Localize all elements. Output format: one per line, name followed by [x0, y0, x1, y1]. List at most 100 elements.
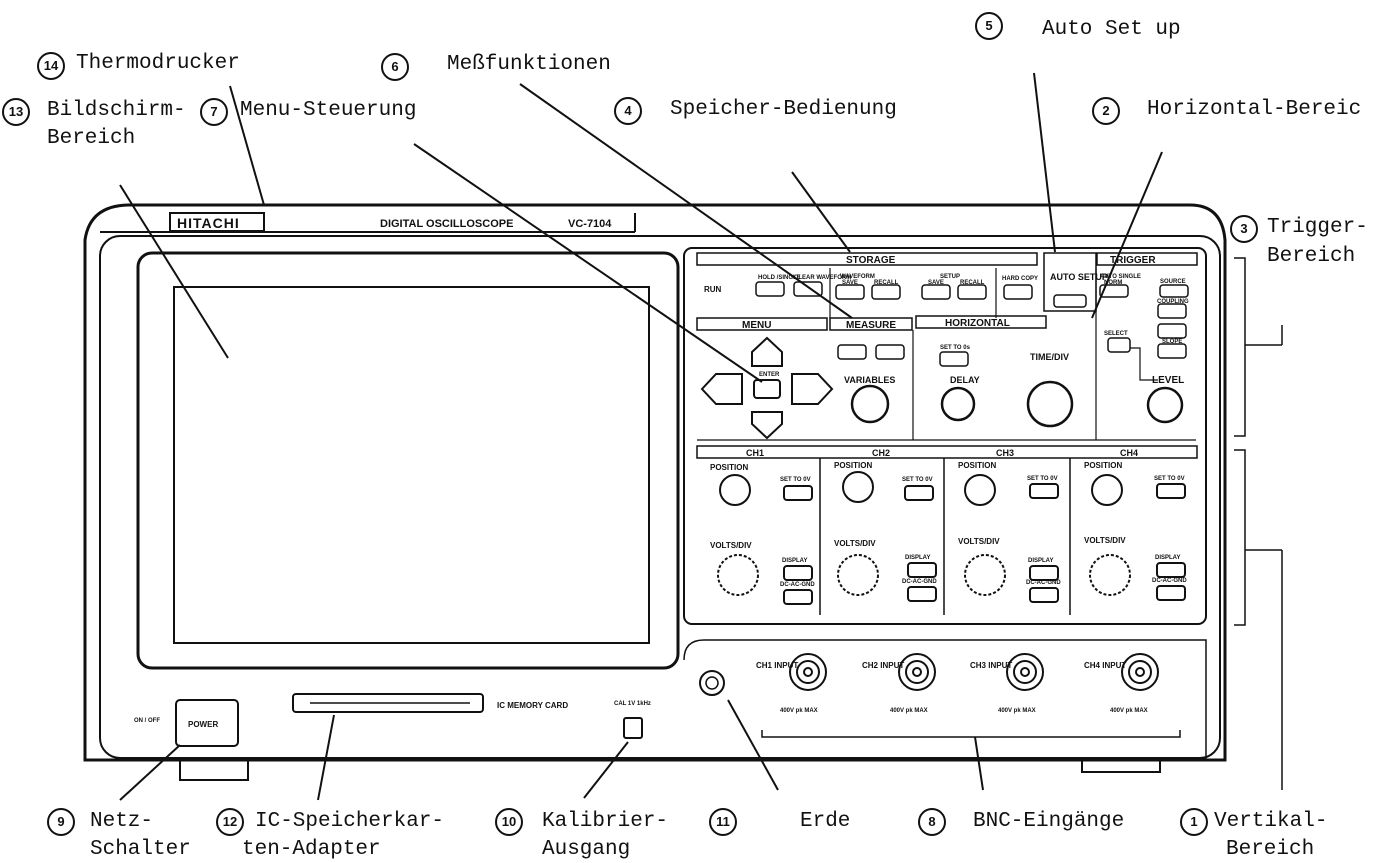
callout-horizontal-bereich: Horizontal-Bereic [1147, 98, 1361, 122]
svg-text:SET TO 0V: SET TO 0V [902, 477, 933, 483]
svg-text:CH4: CH4 [1120, 448, 1138, 458]
model-number: VC-7104 [568, 218, 612, 230]
callout-trigger-bereich: Bereich [1267, 245, 1355, 269]
callout-number-14: 14 [37, 52, 65, 80]
callout-vertikal: Vertikal- [1214, 810, 1327, 834]
svg-text:SLOPE: SLOPE [1162, 339, 1182, 345]
svg-text:NORM: NORM [1104, 280, 1122, 286]
svg-text:HARD COPY: HARD COPY [1002, 276, 1038, 282]
callout-vertikal-bereich: Bereich [1226, 838, 1314, 862]
svg-text:CH2 INPUT: CH2 INPUT [862, 661, 904, 670]
svg-text:POSITION: POSITION [710, 463, 748, 472]
callout-auto-setup: Auto Set up [1042, 18, 1181, 42]
callout-ic-speicherkarten: IC-Speicherkar- [255, 810, 444, 834]
callout-erde: Erde [800, 810, 850, 834]
callout-bnc-eingaenge: BNC-Eingänge [973, 810, 1124, 834]
svg-text:SET TO 0s: SET TO 0s [940, 345, 971, 351]
callout-number-7: 7 [200, 98, 228, 126]
callout-number-1: 1 [1180, 808, 1208, 836]
callout-bildschirm-bereich: Bereich [47, 127, 135, 151]
callout-bildschirm: Bildschirm- [47, 99, 186, 123]
svg-text:VOLTS/DIV: VOLTS/DIV [1084, 536, 1126, 545]
svg-text:VOLTS/DIV: VOLTS/DIV [834, 539, 876, 548]
svg-text:CH1 INPUT: CH1 INPUT [756, 661, 798, 670]
svg-text:RECALL: RECALL [874, 280, 899, 286]
svg-text:POSITION: POSITION [1084, 461, 1122, 470]
callout-messfunktionen: Meßfunktionen [447, 53, 611, 77]
auto-setup-box [1044, 253, 1096, 311]
callout-menu-steuerung: Menu-Steuerung [240, 99, 416, 123]
svg-text:HORIZONTAL: HORIZONTAL [945, 318, 1010, 329]
callout-kalibrier-ausgang: Ausgang [542, 838, 630, 862]
svg-text:DISPLAY: DISPLAY [905, 555, 930, 561]
svg-text:400V pk MAX: 400V pk MAX [890, 708, 928, 714]
callout-netz: Netz- [90, 810, 153, 834]
svg-text:DISPLAY: DISPLAY [782, 558, 807, 564]
time-div-knob [1028, 382, 1072, 426]
svg-text:DELAY: DELAY [950, 375, 980, 385]
svg-text:CAL 1V 1kHz: CAL 1V 1kHz [614, 701, 651, 707]
callout-speicher-bedienung: Speicher-Bedienung [670, 98, 897, 122]
callout-number-12: 12 [216, 808, 244, 836]
svg-text:DC-AC-GND: DC-AC-GND [1026, 580, 1061, 586]
callout-number-10: 10 [495, 808, 523, 836]
callout-number-6: 6 [381, 53, 409, 81]
callout-number-5: 5 [975, 12, 1003, 40]
svg-text:SOURCE: SOURCE [1160, 279, 1186, 285]
svg-text:VOLTS/DIV: VOLTS/DIV [958, 537, 1000, 546]
svg-text:VOLTS/DIV: VOLTS/DIV [710, 541, 752, 550]
svg-text:CH1: CH1 [746, 448, 764, 458]
svg-text:MENU: MENU [742, 320, 771, 331]
svg-text:DISPLAY: DISPLAY [1028, 558, 1053, 564]
leader-lines [120, 73, 1162, 800]
svg-text:400V pk MAX: 400V pk MAX [1110, 708, 1148, 714]
callout-trigger: Trigger- [1267, 216, 1368, 240]
svg-text:CH3: CH3 [996, 448, 1014, 458]
svg-text:IC MEMORY CARD: IC MEMORY CARD [497, 701, 568, 710]
callout-number-8: 8 [918, 808, 946, 836]
svg-text:SET TO 0V: SET TO 0V [780, 477, 811, 483]
model-title: DIGITAL OSCILLOSCOPE [380, 218, 513, 230]
cabinet-outline [85, 205, 1225, 760]
svg-text:DC-AC-GND: DC-AC-GND [1152, 578, 1187, 584]
svg-text:TRIGGER: TRIGGER [1110, 255, 1156, 266]
svg-text:ENTER: ENTER [759, 372, 780, 378]
callout-number-3: 3 [1230, 215, 1258, 243]
callout-ic-adapter: ten-Adapter [242, 838, 381, 862]
svg-text:400V pk MAX: 400V pk MAX [780, 708, 818, 714]
callout-number-13: 13 [2, 98, 30, 126]
variables-knob [852, 386, 888, 422]
svg-text:RECALL: RECALL [960, 280, 985, 286]
svg-text:TIME/DIV: TIME/DIV [1030, 352, 1069, 362]
svg-text:POSITION: POSITION [834, 461, 872, 470]
ground-terminal [700, 671, 724, 695]
bnc-connectors [790, 654, 1158, 690]
screen-display [174, 287, 649, 643]
svg-text:DC-AC-GND: DC-AC-GND [780, 582, 815, 588]
trigger-level-knob [1148, 388, 1182, 422]
svg-text:MEASURE: MEASURE [846, 320, 896, 331]
brand-logo: HITACHI [177, 215, 240, 231]
svg-text:DISPLAY: DISPLAY [1155, 555, 1180, 561]
delay-knob [942, 388, 974, 420]
svg-text:RUN: RUN [704, 285, 722, 294]
svg-text:POWER: POWER [188, 720, 218, 729]
svg-text:VARIABLES: VARIABLES [844, 375, 895, 385]
callout-number-9: 9 [47, 808, 75, 836]
svg-text:STORAGE: STORAGE [846, 255, 896, 266]
svg-text:SAVE: SAVE [842, 280, 858, 286]
callout-number-4: 4 [614, 97, 642, 125]
menu-cross-pad [702, 338, 832, 438]
svg-text:ON / OFF: ON / OFF [134, 718, 160, 724]
svg-text:CH4 INPUT: CH4 INPUT [1084, 661, 1126, 670]
callout-number-11: 11 [709, 808, 737, 836]
svg-text:SET TO 0V: SET TO 0V [1027, 476, 1058, 482]
callout-thermodrucker: Thermodrucker [76, 52, 240, 76]
svg-text:POSITION: POSITION [958, 461, 996, 470]
svg-text:SELECT: SELECT [1104, 331, 1128, 337]
device-labels: HITACHI DIGITAL OSCILLOSCOPE VC-7104 [100, 213, 635, 232]
screen-bezel [138, 253, 678, 668]
callout-number-2: 2 [1092, 97, 1120, 125]
callout-kalibrier: Kalibrier- [542, 810, 668, 834]
